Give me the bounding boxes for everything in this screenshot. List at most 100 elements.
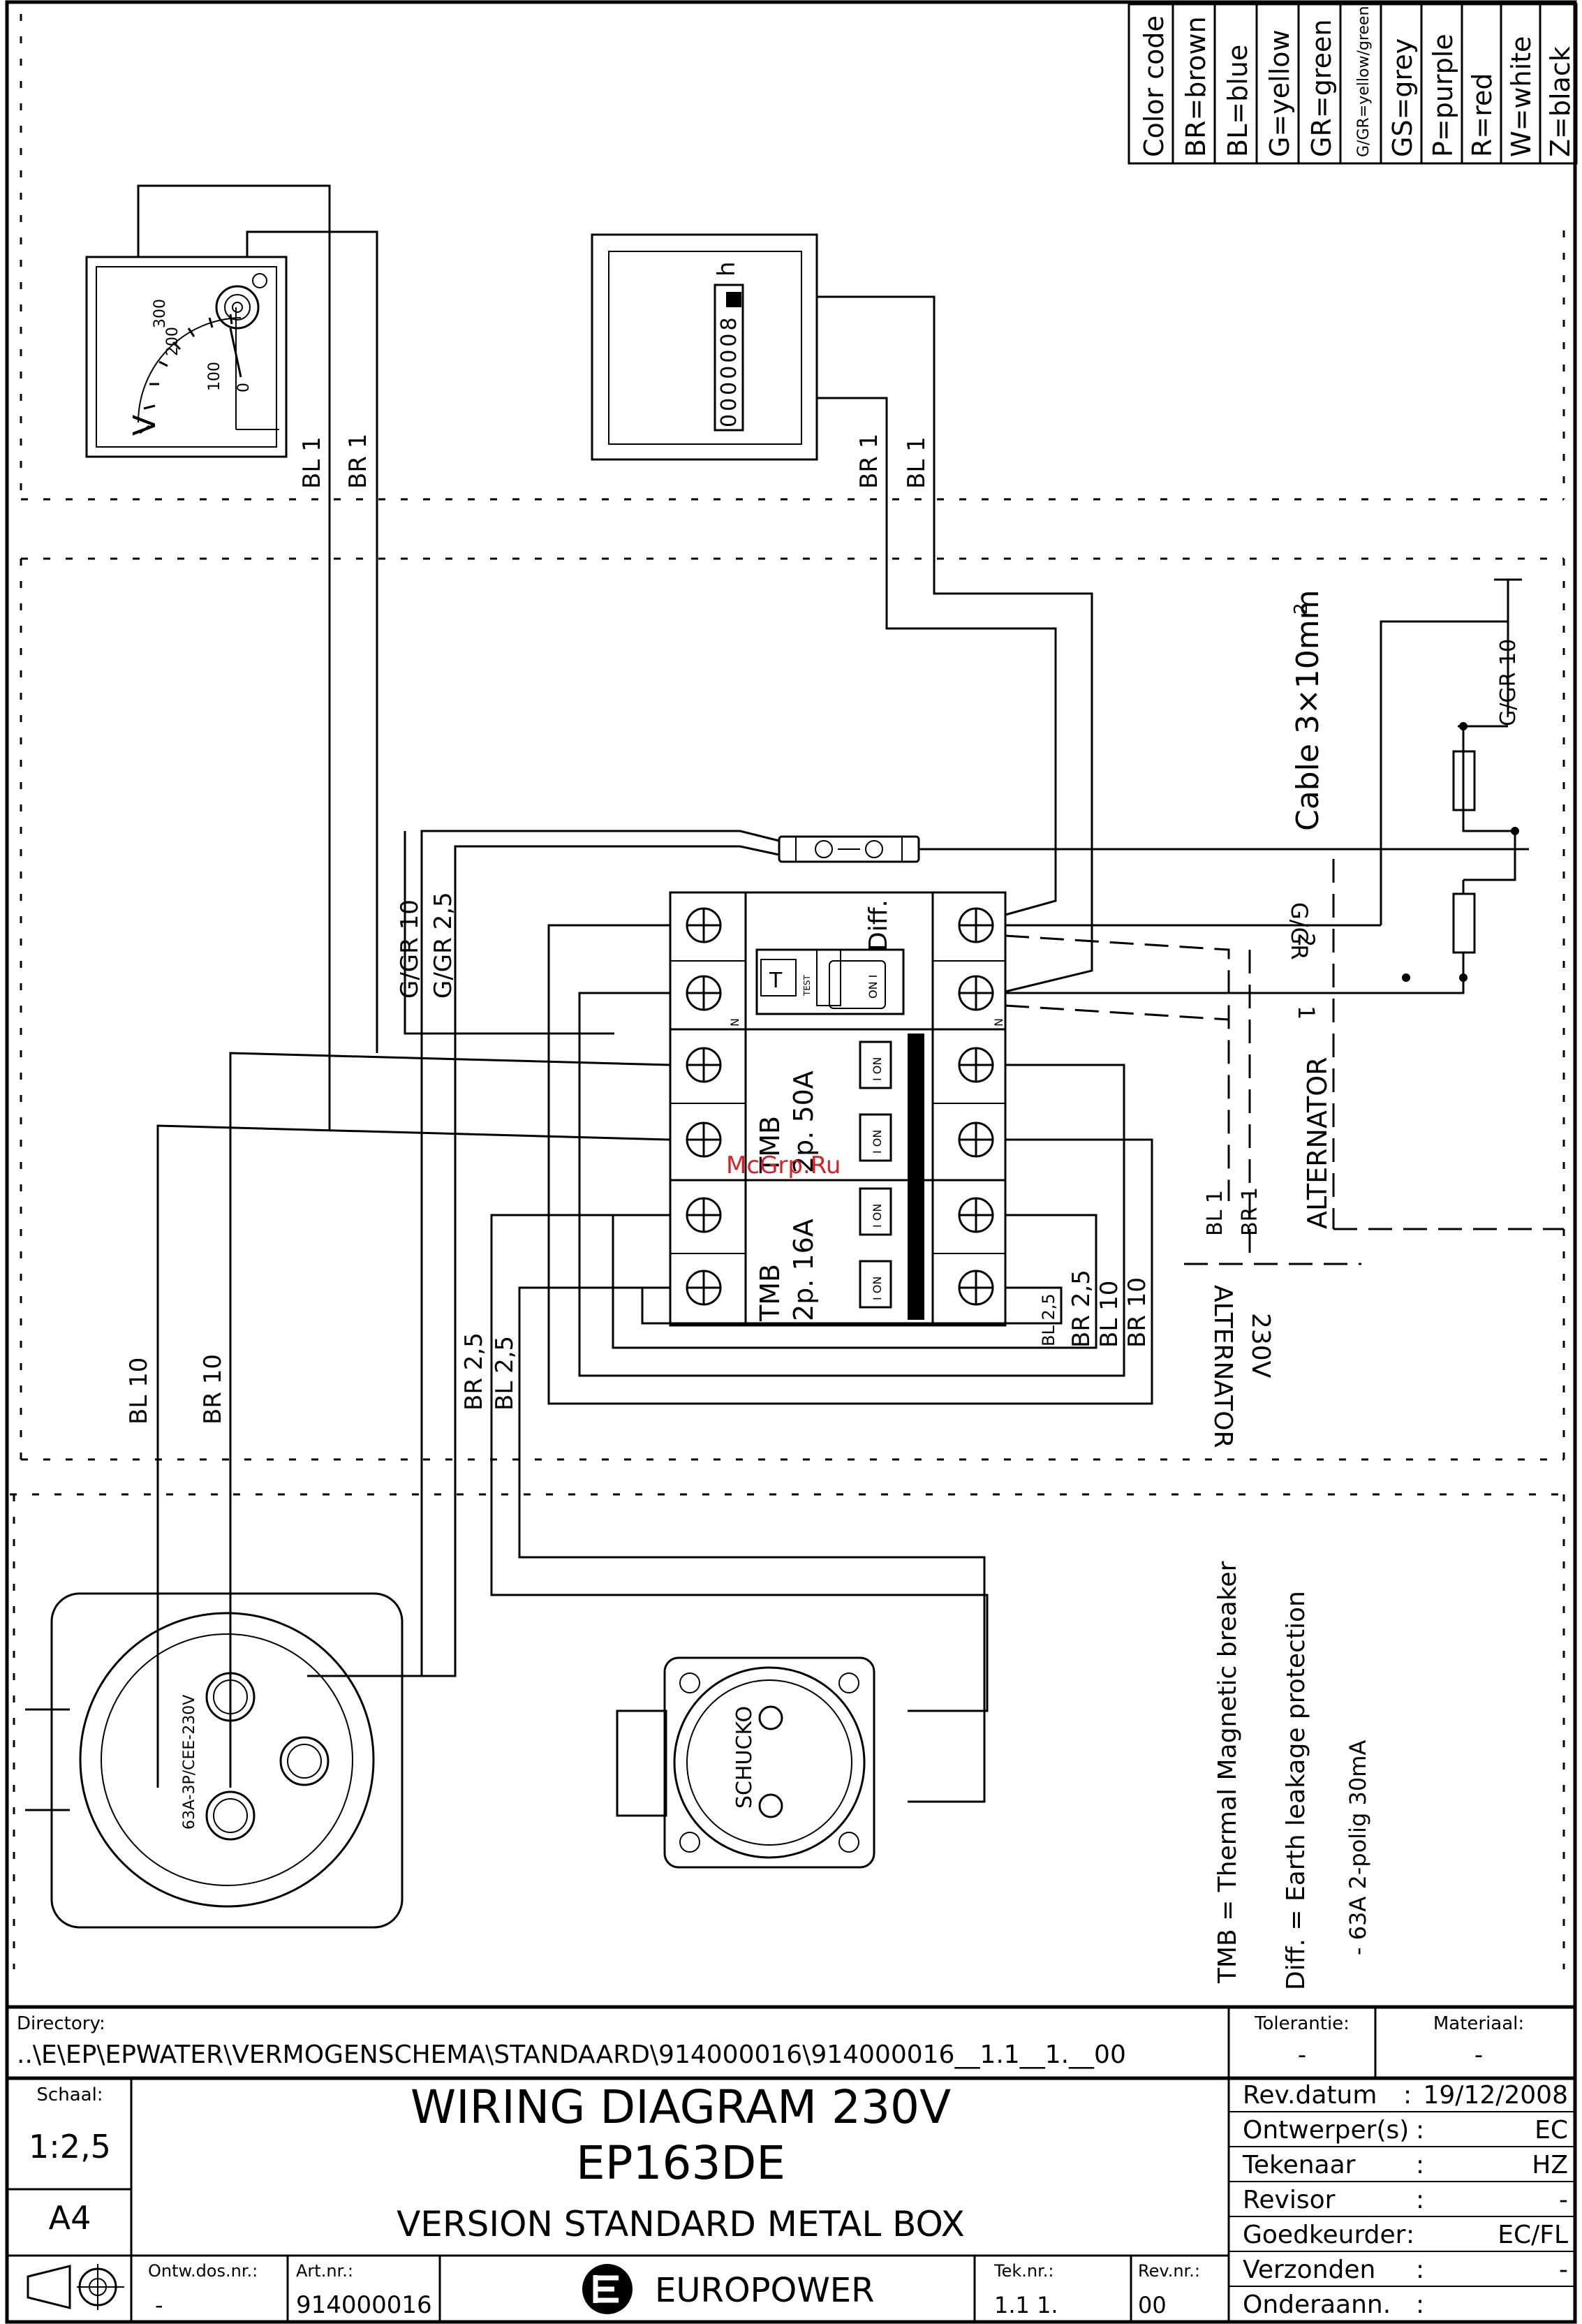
wire-label-alt-bl1: BL 1 [1203, 1190, 1227, 1236]
rev-row-sep: : [1416, 2256, 1424, 2284]
voltmeter: 300 200 100 0 V [85, 256, 288, 458]
wire-label-bl10: BL 10 [125, 1358, 153, 1425]
title-block: Directory: ..\E\EP\EPWATER\VERMOGENSCHEM… [7, 2005, 1575, 2322]
projection-symbol [27, 2264, 124, 2310]
tek-label: Tek.nr.: [993, 2261, 1054, 2281]
wire-label-ggr25: G/GR 2,5 [429, 892, 457, 999]
rev-row-label: Tekenaar [1242, 2151, 1356, 2179]
rev-row-sep: : [1403, 2081, 1412, 2110]
rev-row-value: - [1559, 2256, 1568, 2284]
tek-value: 1.1 1. [994, 2292, 1058, 2318]
alternator-label: ALTERNATOR [1302, 1057, 1333, 1229]
materiaal-label: Materiaal: [1433, 2013, 1524, 2034]
rev-row-label: Onderaann. [1243, 2290, 1391, 2319]
tmb16-rating: 2p. 16A [788, 1219, 819, 1321]
tmb16-label: TMB [755, 1264, 785, 1322]
tolerantie-value: - [1298, 2041, 1306, 2069]
alternator-box-voltage: 230V [1246, 1313, 1275, 1378]
voltmeter-scale-200: 200 [164, 327, 182, 356]
wire-label-br10: BR 10 [199, 1354, 227, 1425]
rev-row-label: Rev.datum [1243, 2081, 1377, 2110]
wire-label-br25-right: BR 2,5 [1067, 1270, 1095, 1348]
rev-row-sep: : [1406, 2221, 1414, 2249]
wire-label-br1-hm: BR 1 [855, 434, 883, 489]
rev-row-value: 19/12/2008 [1424, 2081, 1569, 2110]
rev-row-label: Ontwerper(s) [1243, 2116, 1409, 2145]
cee-socket-label: 63A-3P/CEE-230V [181, 1695, 198, 1830]
wire-label-ggr10: G/GR 10 [396, 899, 424, 999]
alternator-side: ALTERNATOR Cable 3×10mm 2 G/GR 2 1 BL 1 … [1005, 578, 1564, 1448]
version-label: VERSION STANDARD METAL BOX [397, 2204, 965, 2244]
rev-row-label: Revisor [1243, 2186, 1336, 2214]
rev-value: 00 [1138, 2292, 1167, 2318]
rev-row-sep: : [1416, 2290, 1424, 2319]
schuko-label: SCHUCKO [732, 1706, 757, 1809]
earth-terminal: G/GR 10 G/GR 2,5 [307, 830, 1529, 1677]
schuko-socket: SCHUCKO [616, 1656, 875, 1869]
tmb-on-label: I ON [871, 1130, 884, 1154]
cable-sup: 2 [1291, 603, 1312, 615]
voltmeter-scale-300: 300 [151, 299, 169, 328]
tmb-on-label: I ON [871, 1204, 884, 1228]
wire-label-bl25: BL 2,5 [491, 1336, 519, 1411]
rev-row-sep: : [1416, 2186, 1424, 2214]
color-code-entry: G/GR=yellow/green [1355, 6, 1373, 157]
rev-label: Rev.nr.: [1138, 2261, 1200, 2281]
term-2-label: 2 [1293, 933, 1319, 947]
rev-row-sep: : [1416, 2116, 1424, 2145]
test-label: TEST [802, 974, 812, 996]
alternator-box-label: ALTERNATOR [1208, 1285, 1237, 1448]
legend: TMB = Thermal Magnetic breaker Diff. = E… [1213, 1561, 1371, 1990]
hour-meter-digits: 0000008 [717, 314, 741, 427]
model-number: EP163DE [576, 2136, 785, 2190]
rev-row-sep: : [1416, 2151, 1424, 2179]
art-label: Art.nr.: [296, 2261, 353, 2281]
materiaal-value: - [1474, 2041, 1483, 2069]
zone-boundaries [10, 14, 1565, 1969]
hour-meter-unit: h [713, 261, 741, 277]
color-code-entry: G=yellow [1264, 29, 1295, 157]
rev-row-value: - [1559, 2186, 1568, 2214]
color-code-entry: W=white [1506, 36, 1537, 157]
color-code-entry: BL=blue [1222, 45, 1253, 157]
voltmeter-scale-0: 0 [235, 383, 253, 392]
drawing-title: WIRING DIAGRAM 230V [411, 2080, 951, 2134]
color-code-entry: Z=black [1545, 46, 1576, 157]
voltmeter-scale-100: 100 [206, 362, 223, 391]
on-i-label: ON I [866, 975, 880, 999]
directory-path: ..\E\EP\EPWATER\VERMOGENSCHEMA\STANDAARD… [17, 2040, 1126, 2069]
tmb-on-label: I ON [871, 1277, 884, 1300]
wire-label-br25: BR 2,5 [460, 1332, 488, 1411]
meter-wires: BL 1 BR 1 BR 1 BL 1 [137, 184, 1093, 1131]
legend-tmb: TMB = Thermal Magnetic breaker [1213, 1561, 1242, 1984]
tmb-on-label: I ON [871, 1057, 884, 1081]
cee-socket: 63A-3P/CEE-230V [25, 1592, 404, 1929]
rev-row-value: HZ [1532, 2151, 1568, 2179]
wire-label-alt-br1: BR 1 [1238, 1187, 1262, 1236]
wire-label-ggr: G/GR [1286, 902, 1313, 960]
breaker-wiring: BL 10 BR 10 BR 2,5 BL 2,5 BL 2,5 BR 2,5 … [125, 924, 1153, 1803]
term-1-label: 1 [1293, 1006, 1319, 1020]
art-value: 914000016 [296, 2291, 432, 2319]
legend-diff-spec: - 63A 2-polig 30mA [1345, 1740, 1371, 1955]
company-name: EUROPOWER [655, 2271, 874, 2310]
rev-row-label: Verzonden [1243, 2256, 1375, 2284]
schaal-label: Schaal: [36, 2084, 103, 2105]
sheet-border [5, 0, 1577, 2324]
n-label-right: N [992, 1018, 1005, 1027]
tolerantie-label: Tolerantie: [1254, 2013, 1350, 2034]
color-code-entry: GR=green [1306, 20, 1337, 157]
color-code-entry: BR=brown [1181, 16, 1211, 157]
hour-meter: 0000008 h [591, 233, 818, 461]
color-code-entry: GS=grey [1387, 38, 1418, 157]
breaker-block: T TEST ON I Diff. N N I ON I ON I ON I O… [669, 891, 1007, 1327]
ontw-label: Ontw.dos.nr.: [148, 2261, 258, 2281]
europower-logo [582, 2264, 633, 2314]
cable-label: Cable 3×10mm [1290, 590, 1326, 831]
tmb50-label: TMB [755, 1116, 785, 1174]
schaal-value: 1:2,5 [29, 2128, 111, 2165]
diff-label: Diff. [864, 899, 893, 951]
wire-label-bl1-hm: BL 1 [903, 436, 931, 489]
wire-label-bl1: BL 1 [298, 436, 326, 489]
